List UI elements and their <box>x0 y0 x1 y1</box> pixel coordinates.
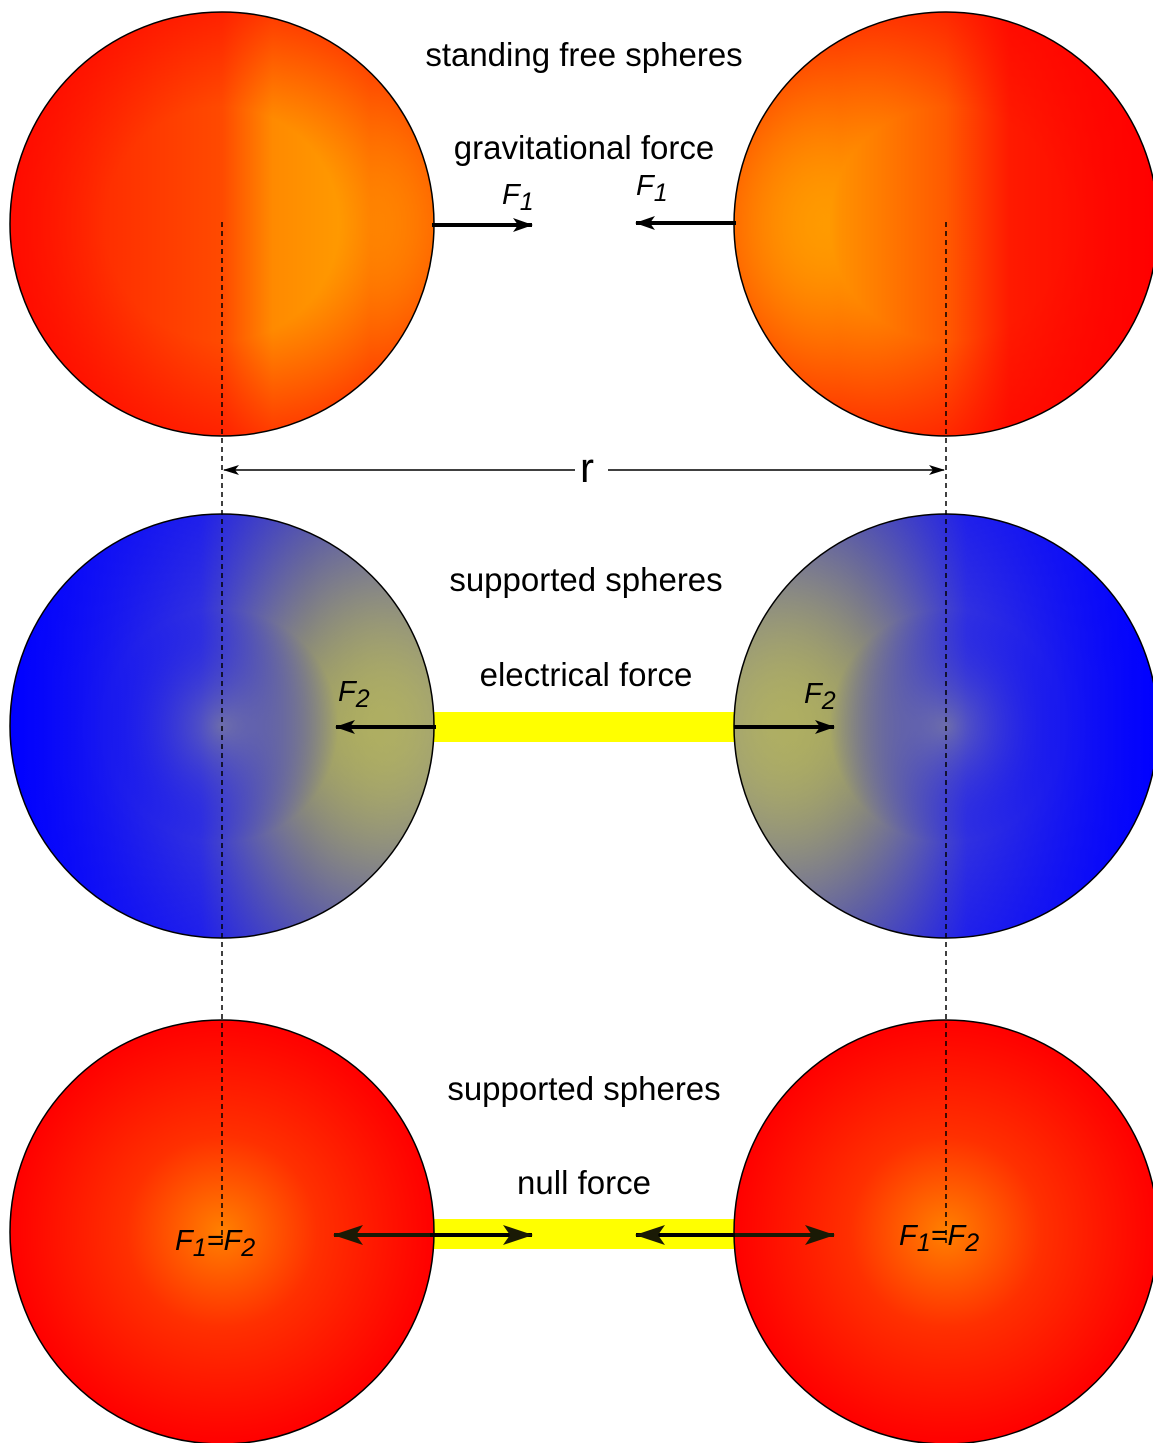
distance-indicator: r <box>224 444 944 491</box>
f1-label-left: F1 <box>502 179 534 216</box>
row1-title: standing free spheres <box>425 36 742 73</box>
f1-label-right: F1 <box>636 170 668 207</box>
row2-force-label: electrical force <box>480 656 693 693</box>
distance-label-r: r <box>580 444 594 491</box>
row2-title: supported spheres <box>449 561 722 598</box>
row3-force-label: null force <box>517 1164 651 1201</box>
row3-title: supported spheres <box>447 1070 720 1107</box>
row-gravitational: standing free spheres gravitational forc… <box>10 12 1153 436</box>
sphere-top-right <box>734 12 1153 436</box>
row-electrical: supported spheres electrical force F2 F2 <box>10 514 1153 938</box>
row1-force-label: gravitational force <box>454 129 714 166</box>
row-null: supported spheres null force F1=F2 F1=F2 <box>10 1020 1153 1443</box>
support-bar-electrical <box>430 712 740 742</box>
